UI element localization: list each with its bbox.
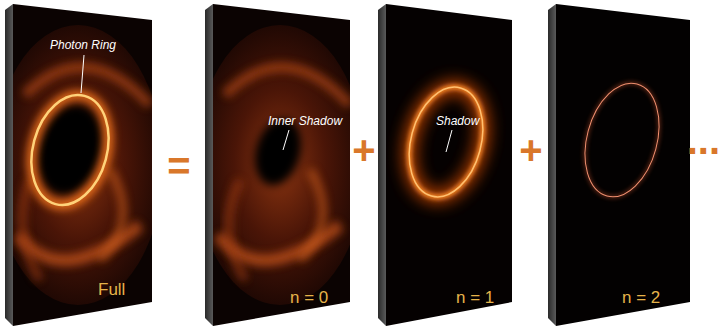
ellipsis: ... [687,120,720,160]
image-panel: n = 2 [548,4,691,326]
panel-label: Full [98,280,125,300]
image-panel: Inner Shadow n = 0 [205,4,351,326]
callout-label: Photon Ring [50,38,116,52]
plus-sign: + [519,130,542,170]
image-panel: Photon RingFull [5,4,153,326]
plus-sign: + [352,130,375,170]
panel-label: n = 2 [622,288,660,308]
callout-label: Shadow [436,114,479,128]
callout-label: Inner Shadow [268,114,342,128]
panel-label: n = 1 [456,288,494,308]
image-panel: Shadow n = 1 [378,4,513,326]
equals-sign: = [167,146,190,186]
panel-label: n = 0 [290,288,328,308]
